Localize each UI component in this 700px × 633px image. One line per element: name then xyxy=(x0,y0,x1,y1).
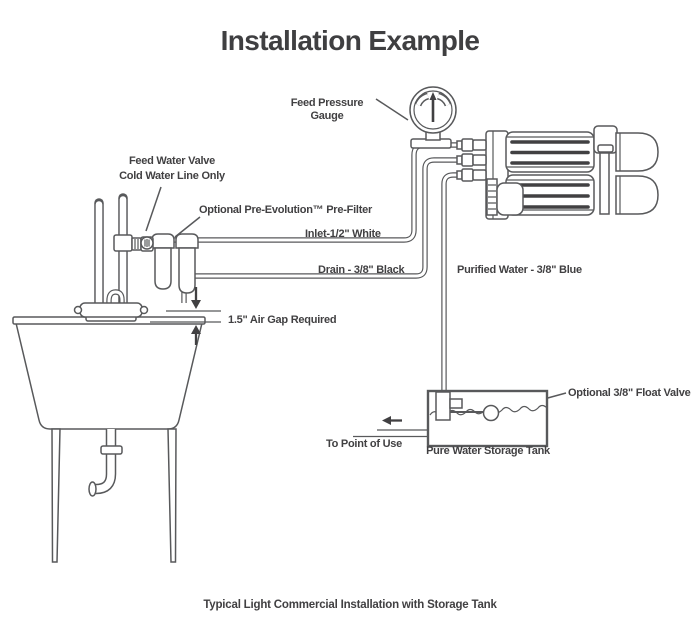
ro-bracket-strip xyxy=(599,152,610,215)
prefilter-cap-2 xyxy=(175,233,199,249)
ro-filter-system xyxy=(456,125,659,220)
gauge-dial-inner xyxy=(413,90,453,130)
pre-filter-label: Optional Pre-Evolution™ Pre-Filter xyxy=(199,204,373,216)
diagram-labels: Installation Example Feed Pressure Gauge… xyxy=(119,25,691,611)
diagram-caption: Typical Light Commercial Installation wi… xyxy=(203,599,497,611)
faucet-end-cap-left xyxy=(73,305,83,315)
ro-membrane-cap-bottom xyxy=(615,175,659,215)
air-gap-measurement xyxy=(150,287,221,345)
air-gap-arrow-down xyxy=(191,300,201,309)
pure-water-storage-tank xyxy=(353,389,549,448)
feed-pressure-gauge-label-line2: Gauge xyxy=(311,110,344,122)
page-title: Installation Example xyxy=(221,25,480,56)
outlet-tube xyxy=(353,429,427,438)
prefilter-body-1 xyxy=(154,247,172,290)
ro-bracket-slot xyxy=(597,144,614,153)
storage-tank-label: Pure Water Storage Tank xyxy=(426,445,551,457)
feed-pressure-gauge-label-line1: Feed Pressure xyxy=(291,97,364,109)
prefilter-body-2 xyxy=(178,247,196,294)
inlet-label: Inlet-1/2" White xyxy=(305,228,381,240)
utility-sink xyxy=(12,289,206,563)
purified-water-tube xyxy=(441,172,480,393)
sink-leg-left xyxy=(51,428,61,563)
valve-tee xyxy=(113,234,133,252)
float-valve-ball xyxy=(482,404,500,422)
cold-water-supply-pipes xyxy=(94,193,128,312)
to-point-of-use-label: To Point of Use xyxy=(326,438,402,450)
feed-pressure-gauge xyxy=(409,86,457,149)
feed-water-valve xyxy=(113,234,154,252)
prefilter-cap-1 xyxy=(151,233,175,249)
outlet-arrow-head xyxy=(382,416,391,425)
float-valve-label: Optional 3/8" Float Valve xyxy=(568,387,691,399)
air-gap-arrow-up xyxy=(191,325,201,334)
feed-water-valve-label-line1: Feed Water Valve xyxy=(129,155,215,167)
air-gap-label: 1.5" Air Gap Required xyxy=(228,314,336,326)
faucet-end-cap-right xyxy=(139,305,149,315)
gauge-leader-line xyxy=(375,98,409,121)
sink-leg-right xyxy=(167,428,177,563)
drain-elbow-flange xyxy=(88,481,97,497)
tank-inlet-fitting xyxy=(435,391,451,421)
purified-water-label: Purified Water - 3/8" Blue xyxy=(457,264,582,276)
ro-fittings xyxy=(456,138,487,182)
ro-pump-detail xyxy=(486,178,524,216)
pre-filter xyxy=(151,233,199,294)
valve-compression-nut xyxy=(131,237,142,251)
feed-water-valve-label-line2: Cold Water Line Only xyxy=(119,170,226,182)
drain-label: Drain - 3/8" Black xyxy=(318,264,405,276)
gauge-needle-tip xyxy=(429,92,437,100)
valve-leader-line xyxy=(145,186,162,232)
tank-inlet-branch xyxy=(449,398,463,409)
faucet-body xyxy=(79,302,143,318)
sink-basin xyxy=(15,322,203,430)
ro-membrane-cap-top xyxy=(615,132,659,172)
drain-union-fitting xyxy=(100,445,123,455)
